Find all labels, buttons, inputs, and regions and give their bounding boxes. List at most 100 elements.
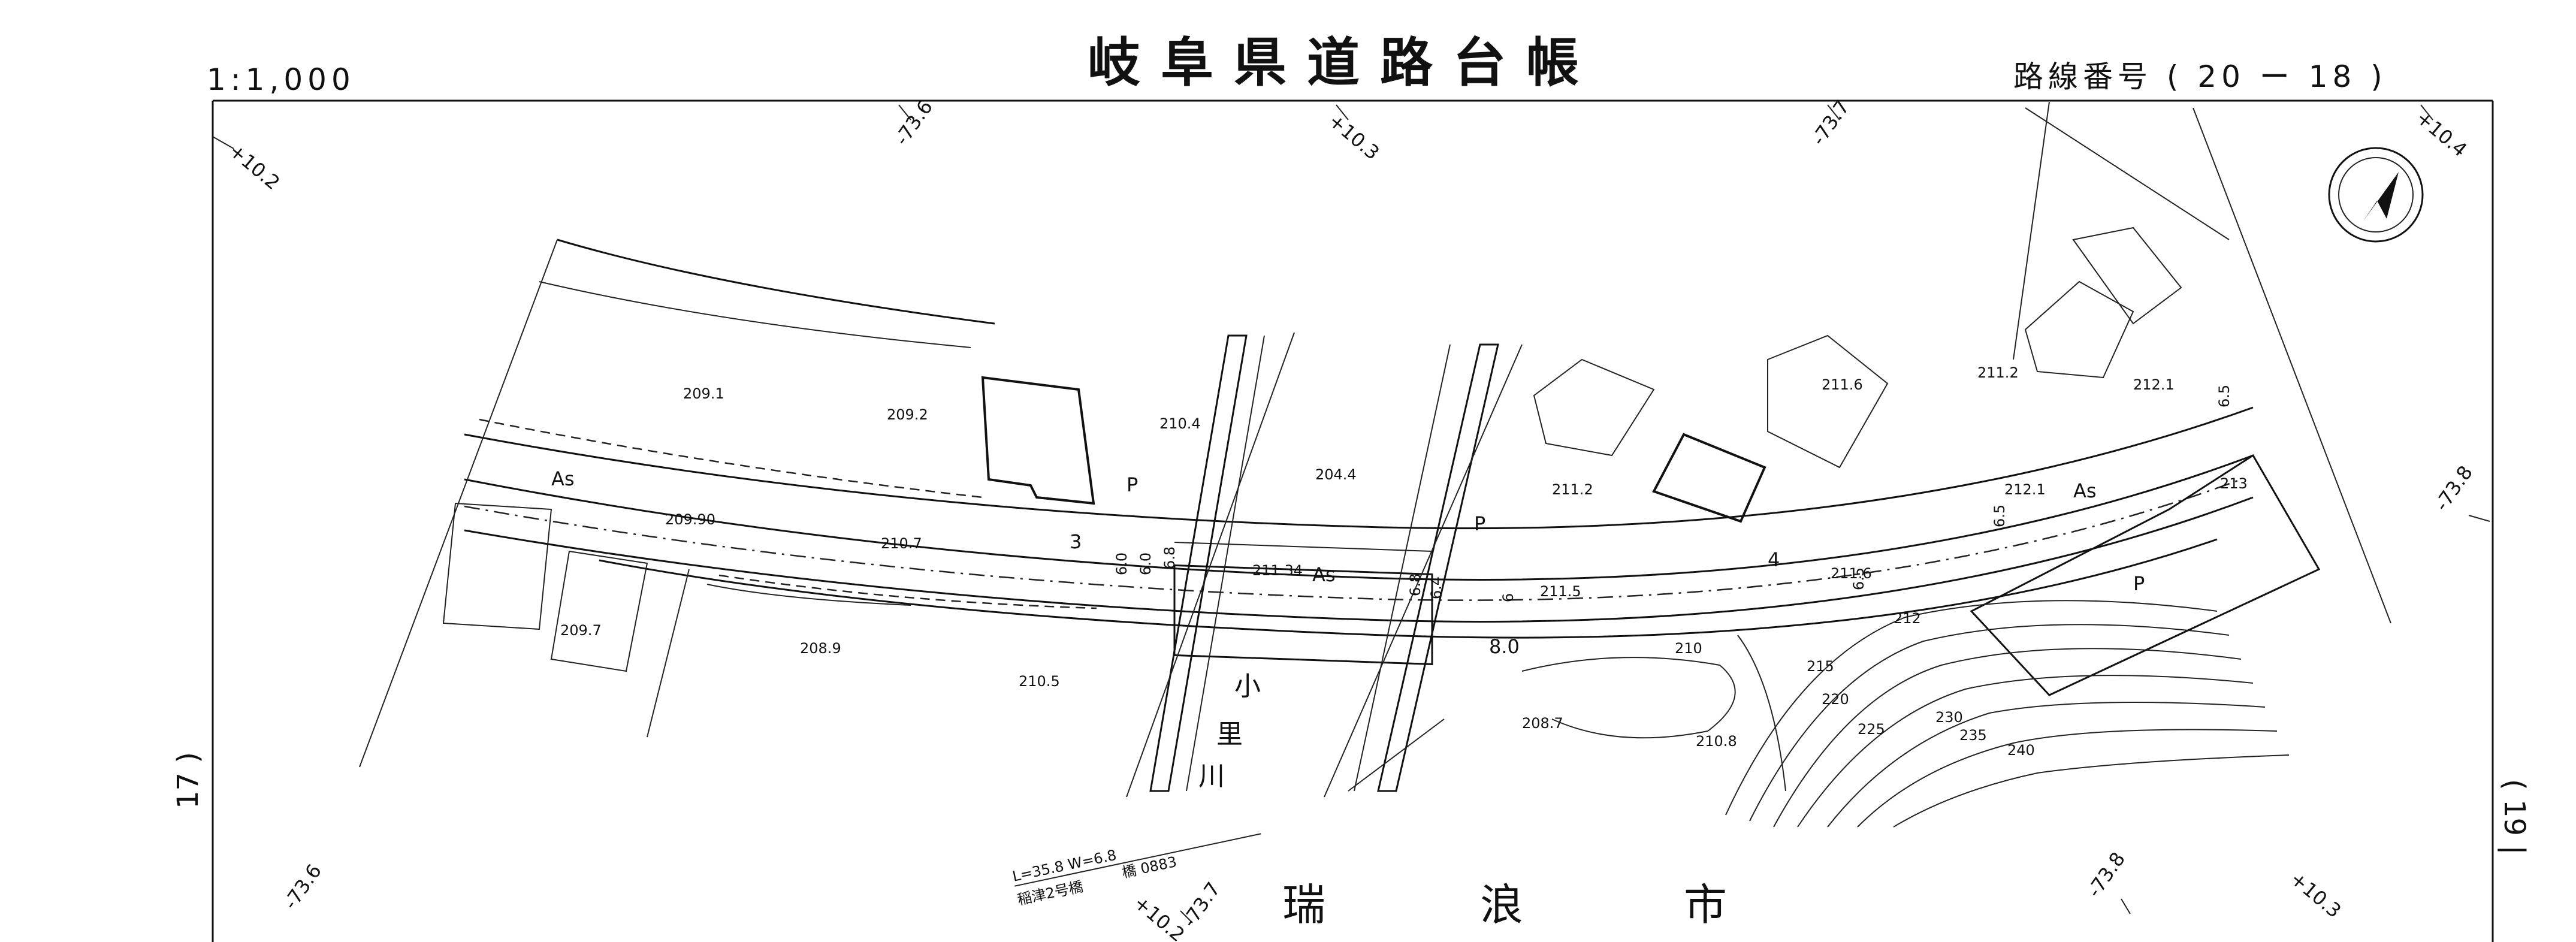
building-3 bbox=[442, 502, 552, 630]
elevation-e21: 212 bbox=[1894, 610, 1921, 627]
map-title: 岐阜県道路台帳 bbox=[1088, 32, 1599, 93]
river-bank-east-hatch bbox=[1377, 343, 1499, 792]
elevation-e8: 212.1 bbox=[2133, 376, 2175, 393]
elevation-e3: 210.4 bbox=[1159, 415, 1201, 432]
road bbox=[464, 406, 2254, 639]
map-frame bbox=[212, 99, 2494, 942]
grid-label-g4: -73.7 bbox=[1807, 96, 1854, 150]
road-edge-north-inner bbox=[464, 454, 2254, 581]
elevation-e1: 209.1 bbox=[683, 385, 724, 402]
grid-label-g3: +10.3 bbox=[1324, 109, 1384, 164]
pavement-as-2: As bbox=[1312, 563, 1336, 586]
elevation-e15: 209.7 bbox=[560, 622, 602, 639]
width-w8: 6.5 bbox=[1850, 567, 1867, 590]
road-centerline bbox=[464, 478, 2242, 601]
bridge-deck bbox=[1173, 564, 1433, 666]
contours bbox=[1725, 600, 2290, 828]
south-sidewalk bbox=[718, 574, 1097, 609]
station-marker-4: 4 bbox=[1768, 548, 1780, 571]
bridge-name: 稲津2号橋 bbox=[1016, 878, 1085, 908]
parking-p-1: P bbox=[1127, 473, 1138, 496]
city-char-2: 浪 bbox=[1480, 880, 1523, 930]
scale-label: 1:1,000 bbox=[207, 62, 355, 97]
grid-label-g1: +10.2 bbox=[225, 139, 285, 194]
elevation-e11: 210.7 bbox=[881, 535, 922, 552]
building-4 bbox=[550, 550, 648, 672]
elevation-e22: 213 bbox=[2220, 475, 2248, 492]
building-5 bbox=[1533, 358, 1655, 457]
elevation-e5: 211.2 bbox=[1552, 481, 1593, 498]
width-w7: 6.5 bbox=[1991, 505, 2008, 527]
right-sheet-label: ( 19 | bbox=[2498, 779, 2531, 855]
elevation-e9: 212.1 bbox=[2004, 481, 2046, 498]
terrain-lines bbox=[359, 101, 2391, 792]
contour-label-230: 230 bbox=[1935, 709, 1963, 726]
width-w3: 6.8 bbox=[1161, 547, 1178, 569]
elevation-e7: 211.2 bbox=[1977, 364, 2019, 381]
grid-ticks bbox=[212, 104, 2490, 923]
contour-label-215: 215 bbox=[1807, 658, 1834, 675]
contour-label-240: 240 bbox=[2007, 742, 2035, 759]
road-edge-north bbox=[464, 406, 2254, 530]
route-number-label: 路線番号 ( 20 ー 18 ) bbox=[2013, 59, 2387, 94]
elevation-e12: 211.34 bbox=[1252, 562, 1303, 579]
building-6 bbox=[1767, 334, 1889, 469]
grid-label-g7: -73.6 bbox=[279, 860, 326, 914]
river-char-2: 里 bbox=[1216, 719, 1243, 750]
grid-label-g5: +10.4 bbox=[2412, 106, 2472, 161]
river-char-3: 川 bbox=[1198, 761, 1225, 792]
slope-top bbox=[557, 238, 995, 325]
width-w6: 6 bbox=[1500, 593, 1517, 602]
bridge-dims: L=35.8 W=6.8 bbox=[1011, 847, 1118, 885]
elevation-e10: 209.90 bbox=[665, 511, 715, 528]
grid-label-g11: +10.3 bbox=[2286, 867, 2346, 922]
north-arrow-icon bbox=[2328, 147, 2424, 243]
elevation-e16: 208.9 bbox=[800, 640, 841, 657]
contour-label-225: 225 bbox=[1858, 721, 1885, 738]
parking-p-2: P bbox=[1474, 512, 1485, 535]
road-edge-south bbox=[599, 538, 2218, 639]
pavement-as-1: As bbox=[551, 467, 575, 490]
elevation-e14: 211.6 bbox=[1831, 565, 1872, 582]
bridge bbox=[1173, 542, 1433, 666]
grid-label-g2: -73.6 bbox=[890, 96, 937, 150]
width-w1: 6.0 bbox=[1113, 552, 1130, 575]
elevation-e6: 211.6 bbox=[1822, 376, 1863, 393]
elevation-e20: 210.8 bbox=[1696, 733, 1737, 750]
buildings bbox=[442, 227, 2182, 672]
bridge-info: L=35.8 W=6.8 稲津2号橋 橋 0883 bbox=[1011, 833, 1261, 908]
river-banks bbox=[1126, 332, 1523, 798]
elevation-e13: 211.5 bbox=[1540, 583, 1581, 600]
contour-label-220: 220 bbox=[1822, 691, 1849, 708]
river-bank-west-hatch bbox=[1149, 334, 1248, 792]
building-2 bbox=[1652, 433, 1766, 523]
width-w4: 6.8 bbox=[1407, 573, 1424, 596]
building-7 bbox=[2024, 280, 2134, 379]
elevation-e19: 208.7 bbox=[1522, 715, 1563, 732]
elevation-e4: 204.4 bbox=[1315, 466, 1357, 483]
width-w10: 8.0 bbox=[1489, 635, 1520, 658]
pavement-as-3: As bbox=[2073, 479, 2097, 502]
elevation-e2: 209.2 bbox=[887, 406, 928, 423]
station-marker-3: 3 bbox=[1070, 530, 1082, 553]
city-char-3: 市 bbox=[1684, 880, 1727, 930]
north-sidewalk bbox=[479, 418, 983, 499]
elevation-e18: 210 bbox=[1675, 640, 1702, 657]
width-w5: 6.4 bbox=[1428, 576, 1445, 599]
grid-label-g10: -73.8 bbox=[2082, 848, 2130, 902]
grid-label-g6: -73.8 bbox=[2430, 461, 2477, 515]
grid-label-g9: -73.7 bbox=[1177, 878, 1225, 932]
parking-p-3: P bbox=[2133, 572, 2145, 595]
city-char-1: 瑞 bbox=[1282, 880, 1325, 930]
building-8 bbox=[2072, 227, 2182, 325]
building-1 bbox=[981, 376, 1095, 505]
road-edge-south-inner bbox=[464, 496, 2254, 623]
left-sheet-label: 17 ) bbox=[171, 752, 205, 809]
parking-area bbox=[1970, 454, 2321, 696]
contour-label-235: 235 bbox=[1959, 727, 1987, 744]
width-w2: 6.0 bbox=[1137, 552, 1154, 575]
width-w9: 6.5 bbox=[2216, 385, 2233, 407]
river-char-1: 小 bbox=[1234, 671, 1261, 702]
elevation-e17: 210.5 bbox=[1019, 673, 1060, 690]
